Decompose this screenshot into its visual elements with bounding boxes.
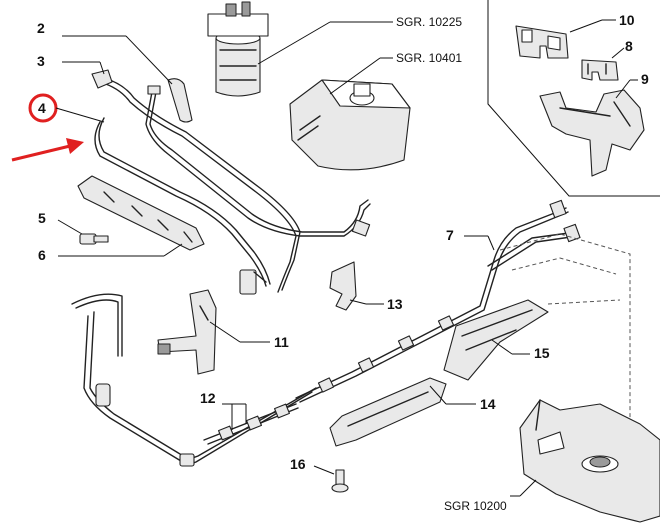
fuel-pipe-4: [94, 117, 271, 287]
callout-13: 13: [387, 296, 403, 312]
heat-shield-part-14: [329, 377, 447, 447]
callout-2: 2: [37, 20, 45, 36]
bracket-part-9: [539, 89, 645, 177]
bolt-part-5: [79, 233, 109, 245]
callout-7: 7: [446, 227, 454, 243]
callout-8: 8: [625, 38, 633, 54]
callout-5: 5: [38, 210, 46, 226]
fuel-pipe-3: [91, 69, 301, 295]
fuel-pipe-2: [145, 78, 371, 237]
fuel-pipe-lower: [71, 293, 317, 467]
callout-12: 12: [200, 390, 216, 406]
bracket-part-13: [329, 261, 357, 311]
callout-10: 10: [619, 12, 635, 28]
fuel-tank: [499, 233, 660, 523]
screw-part-16: [331, 469, 349, 493]
callout-4: 4: [38, 100, 46, 116]
callout-3: 3: [37, 53, 45, 69]
expansion-reservoir: [289, 79, 411, 171]
callout-11: 11: [274, 334, 289, 350]
fuel-filter: [207, 1, 269, 97]
red-arrow-icon: [11, 138, 84, 162]
inset-frame: [487, 0, 660, 197]
ref-filter: SGR. 10225: [396, 15, 462, 29]
callout-9: 9: [641, 71, 649, 87]
ref-tank: SGR 10200: [444, 499, 507, 513]
heat-shield-part-15: [443, 299, 549, 381]
clip-part-8: [581, 59, 619, 81]
bracket-part-11: [157, 289, 217, 375]
ref-reservoir: SGR. 10401: [396, 51, 462, 65]
callout-15: 15: [534, 345, 550, 361]
fuel-pipe-7: [295, 199, 581, 403]
callout-6: 6: [38, 247, 46, 263]
clip-part-10: [515, 25, 569, 59]
callout-14: 14: [480, 396, 496, 412]
pipe-bracket-part-6: [77, 175, 205, 251]
fuel-pipe-12: [203, 403, 299, 445]
callout-16: 16: [290, 456, 306, 472]
